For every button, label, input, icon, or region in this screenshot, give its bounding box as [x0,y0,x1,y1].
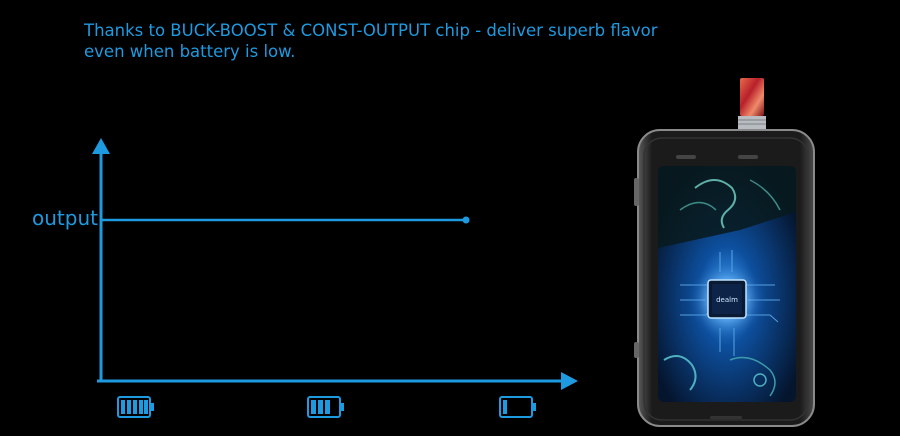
battery-half-icon [307,396,344,418]
y-axis-label: output [32,206,98,230]
vape-device-image: dealm [634,78,815,427]
output-end-point [462,216,470,224]
x-axis-arrow [561,372,578,390]
headline-line-1: Thanks to BUCK-BOOST & CONST-OUTPUT chip… [84,21,658,40]
battery-full-icon [117,396,154,418]
battery-low-icon [499,396,536,418]
headline: Thanks to BUCK-BOOST & CONST-OUTPUT chip… [84,20,658,62]
chip-label: dealm [716,296,738,304]
drip-tip [740,78,764,116]
headline-line-2: even when battery is low. [84,42,296,61]
y-axis-arrow [92,138,110,154]
output-chart [92,138,578,390]
